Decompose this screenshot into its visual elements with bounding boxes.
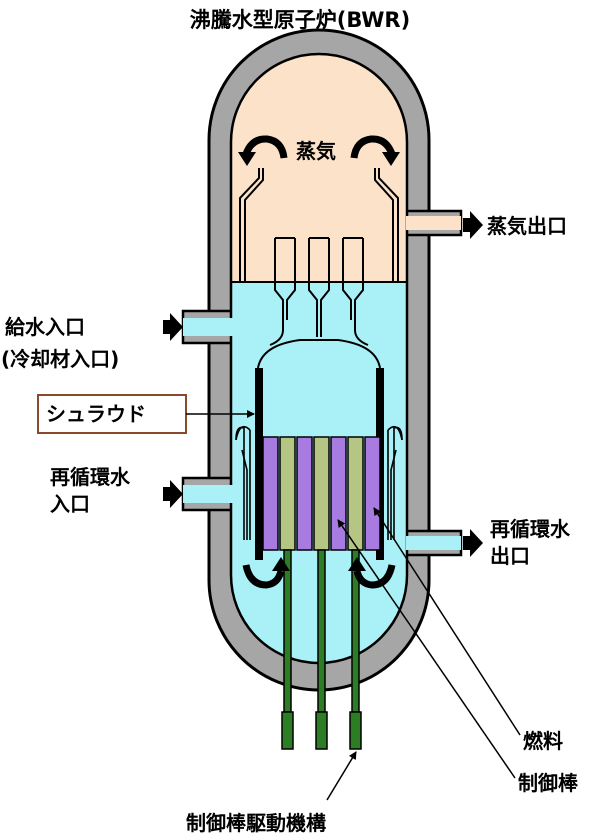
control-rod-label: 制御棒 bbox=[518, 771, 579, 795]
fuel-assembly bbox=[330, 436, 347, 551]
leader-lines bbox=[186, 410, 521, 801]
jet-pumps bbox=[235, 425, 403, 540]
crd-mechanism-unit bbox=[315, 711, 328, 750]
control-rod bbox=[347, 436, 364, 551]
feedwater-inlet-label: 給水入口 bbox=[5, 315, 85, 339]
shroud-wall-left bbox=[255, 368, 263, 560]
fuel-assembly bbox=[364, 436, 381, 551]
control-rod bbox=[279, 436, 296, 551]
control-rod-leader bbox=[337, 519, 516, 779]
recirc-flow-arrow-icon bbox=[242, 564, 285, 589]
recirc-outlet-arrow-icon bbox=[463, 529, 483, 557]
diagram-title: 沸騰水型原子炉(BWR) bbox=[190, 8, 410, 32]
drive-rod bbox=[283, 549, 292, 713]
steam-region bbox=[231, 54, 407, 282]
block-arrows bbox=[163, 211, 483, 557]
recirc-outlet-label-line2: 出口 bbox=[490, 544, 530, 568]
steam-flow-arrow-icon bbox=[350, 135, 396, 159]
control-rod bbox=[313, 436, 330, 551]
recirc-inlet-arrow-icon bbox=[163, 480, 183, 508]
crd-mechanism-label: 制御棒駆動機構 bbox=[186, 811, 326, 835]
fuel-leader bbox=[373, 507, 521, 736]
crd-mechanism-leader bbox=[326, 751, 357, 801]
recirc-inlet-label-line1: 再循環水 bbox=[50, 465, 131, 489]
steam-separators bbox=[239, 168, 399, 346]
vessel-inner-outline bbox=[229, 52, 409, 665]
recirc-flow-arrow-icon bbox=[353, 564, 396, 589]
fuel-assembly bbox=[262, 436, 279, 551]
crd-mechanism-unit bbox=[349, 711, 362, 750]
fuel-label: 燃料 bbox=[523, 729, 563, 753]
flow-arrows bbox=[242, 135, 396, 589]
crd-mechanism-unit bbox=[281, 711, 294, 750]
drive-rod bbox=[317, 549, 326, 713]
fuel-assembly bbox=[296, 436, 313, 551]
recirc-outlet-label-line1: 再循環水 bbox=[490, 517, 571, 541]
feedwater-coolant-label: (冷却材入口) bbox=[1, 347, 119, 371]
feedwater-arrow-icon bbox=[163, 313, 183, 341]
steam-label: 蒸気 bbox=[296, 139, 336, 163]
recirc-inlet-label-line2: 入口 bbox=[50, 492, 90, 516]
core bbox=[262, 436, 381, 551]
flow-arrowheads bbox=[238, 152, 400, 571]
shroud-label-box bbox=[37, 394, 187, 434]
shroud-label: シュラウド bbox=[46, 402, 146, 426]
steam-flow-arrow-icon bbox=[242, 135, 288, 159]
steam-outlet-arrow-icon bbox=[463, 211, 483, 239]
steam-outlet-label: 蒸気出口 bbox=[487, 214, 567, 238]
control-rod-drives bbox=[281, 549, 362, 750]
